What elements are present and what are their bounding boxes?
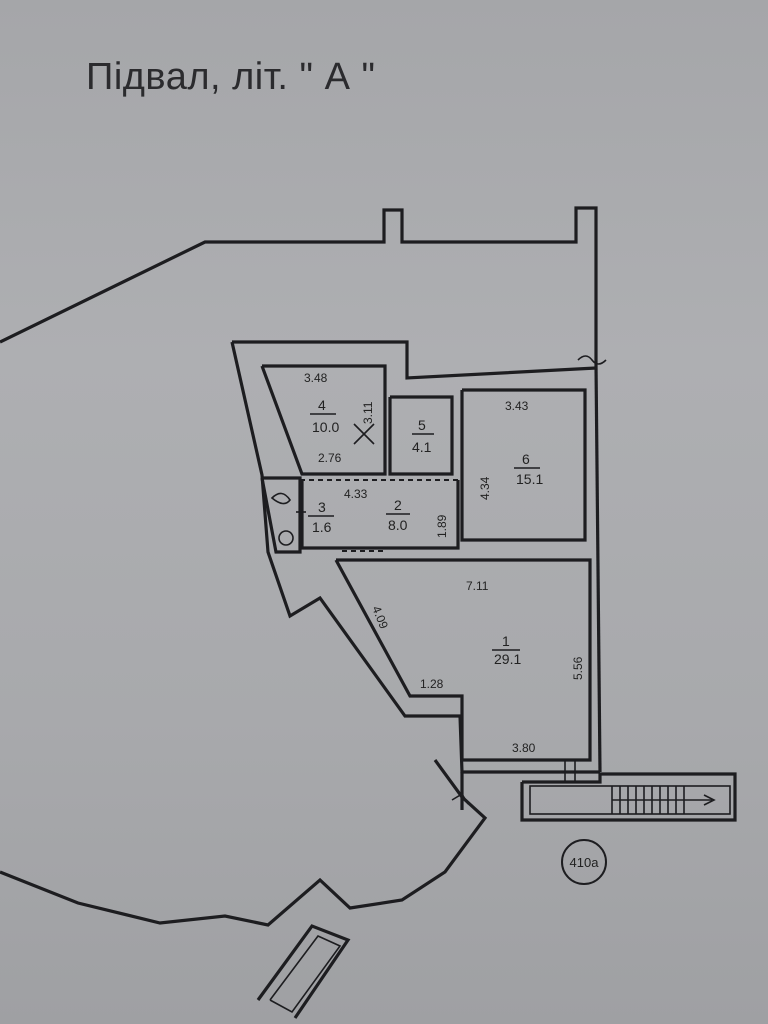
room-5-number: 5 [418, 417, 426, 433]
room-3-number: 3 [318, 499, 326, 515]
toilet-icon [278, 530, 294, 546]
room-4-number: 4 [318, 397, 326, 413]
room-5: 5 4.1 [388, 395, 454, 476]
stair-direction-arrow-icon [703, 794, 716, 806]
room-3: 3 1.6 [260, 476, 334, 554]
vent-cross-icon [353, 423, 375, 445]
room-1-area: 29.1 [494, 651, 521, 667]
door-marks [451, 760, 576, 805]
room-3-area: 1.6 [312, 519, 332, 535]
building-outline [0, 206, 602, 927]
dim-corridor-bottom: 1.28 [420, 677, 444, 691]
dim-room2-side: 1.89 [435, 514, 449, 538]
room-4-area: 10.0 [312, 419, 339, 435]
room-2: 2 8.0 4.33 1.89 [300, 479, 460, 552]
room-1-number: 1 [502, 633, 510, 649]
light-well [256, 924, 351, 1019]
dim-room1-bottom: 3.80 [512, 741, 536, 755]
building-label: 410а [570, 855, 600, 870]
dim-room4-top: 3.48 [304, 371, 328, 385]
plan-title: Підвал, літ. " А " [86, 56, 376, 98]
room-4: 4 10.0 3.48 3.11 2.76 [260, 364, 387, 476]
dim-room1-side: 5.56 [571, 656, 585, 680]
room-5-area: 4.1 [412, 439, 432, 455]
room-6-area: 15.1 [516, 471, 543, 487]
sink-icon [270, 492, 291, 505]
dim-room2-top: 4.33 [344, 487, 368, 501]
room-2-number: 2 [394, 497, 402, 513]
entrance-stair [520, 772, 737, 822]
dim-room6-side: 4.34 [478, 476, 492, 500]
unit-outline [230, 340, 600, 810]
room-6-number: 6 [522, 451, 530, 467]
dim-room4-bottom: 2.76 [318, 451, 342, 465]
building-label-badge: 410а [561, 839, 607, 885]
room-2-area: 8.0 [388, 517, 408, 533]
wall-break-mark [577, 355, 607, 365]
dim-room4-side: 3.11 [361, 401, 375, 424]
room-6: 6 15.1 3.43 4.34 [460, 388, 587, 542]
room-1: 1 29.1 7.11 4.09 1.28 5.56 3.80 [334, 558, 592, 762]
dim-room1-top: 7.11 [466, 579, 489, 593]
dim-room6-top: 3.43 [505, 399, 529, 413]
